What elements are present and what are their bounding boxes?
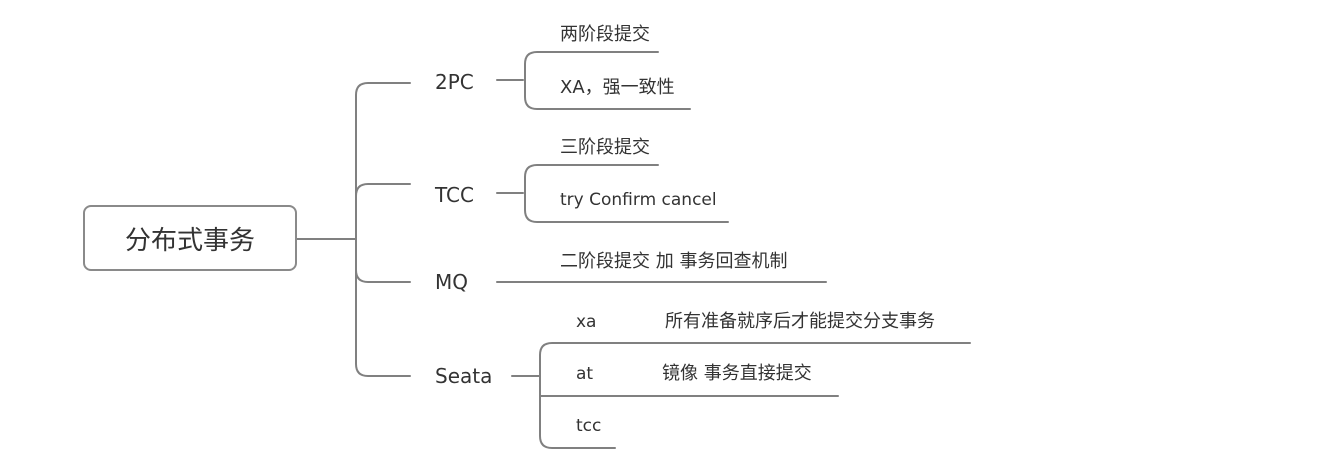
leaf-seata-tcc[interactable]: tcc — [576, 416, 602, 436]
leaf-mq-two-phase-check[interactable]: 二阶段提交 加 事务回查机制 — [560, 251, 788, 272]
branch-2pc[interactable]: 2PC — [435, 70, 474, 94]
branch-tcc[interactable]: TCC — [435, 183, 474, 207]
branch-connector-mq — [355, 269, 411, 283]
leaf-seata-at-note[interactable]: 镜像 事务直接提交 — [662, 363, 812, 384]
branch-connector-tcc — [355, 183, 411, 197]
root-label: 分布式事务 — [124, 225, 255, 256]
leaf-tcc-three-phase[interactable]: 三阶段提交 — [560, 137, 650, 158]
leaf-seata-xa-note[interactable]: 所有准备就序后才能提交分支事务 — [665, 311, 935, 332]
leaf-2pc-xa[interactable]: XA，强一致性 — [560, 77, 675, 98]
branch-mq[interactable]: MQ — [435, 270, 468, 294]
root-node[interactable]: 分布式事务 — [83, 205, 297, 271]
branch-seata[interactable]: Seata — [435, 364, 493, 388]
leaf-tcc-try-confirm-cancel[interactable]: try Confirm cancel — [560, 190, 717, 210]
leaf-2pc-two-phase[interactable]: 两阶段提交 — [560, 24, 650, 45]
leaf-seata-xa[interactable]: xa — [576, 312, 597, 332]
sub-bracket-tcc — [524, 164, 729, 223]
sub-bracket-2pc — [524, 51, 691, 110]
leaf-seata-at[interactable]: at — [576, 364, 594, 384]
trunk-line — [355, 82, 411, 377]
